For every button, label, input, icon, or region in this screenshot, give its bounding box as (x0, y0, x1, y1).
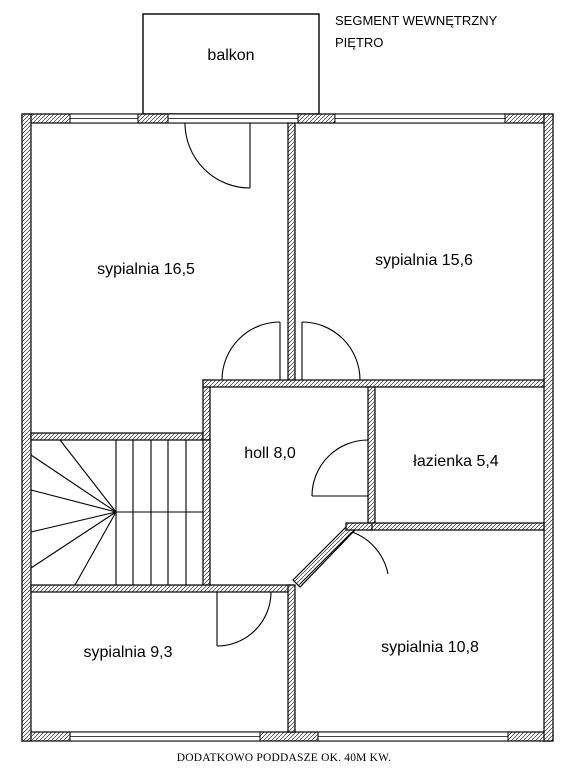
room-label-hall: holl 8,0 (244, 445, 296, 462)
interior-walls (30, 122, 545, 733)
doors (184, 122, 389, 647)
staircase (30, 439, 203, 586)
room-label-bathroom: łazienka 5,4 (413, 453, 498, 470)
windows (69, 113, 509, 742)
room-label-balkon: balkon (207, 47, 254, 64)
balcony-outline (142, 13, 320, 115)
plan-title-line1: SEGMENT WEWNĘTRZNY (335, 13, 498, 28)
room-label-bedroom-9-3: sypialnia 9,3 (84, 644, 173, 661)
room-label-bedroom-10-8: sypialnia 10,8 (381, 639, 479, 656)
footer-note: DODATKOWO PODDASZE OK. 40M KW. (177, 752, 392, 764)
room-label-bedroom-15-6: sypialnia 15,6 (375, 252, 473, 269)
plan-title-line2: PIĘTRO (335, 35, 383, 50)
room-label-bedroom-16-5: sypialnia 16,5 (97, 261, 195, 278)
